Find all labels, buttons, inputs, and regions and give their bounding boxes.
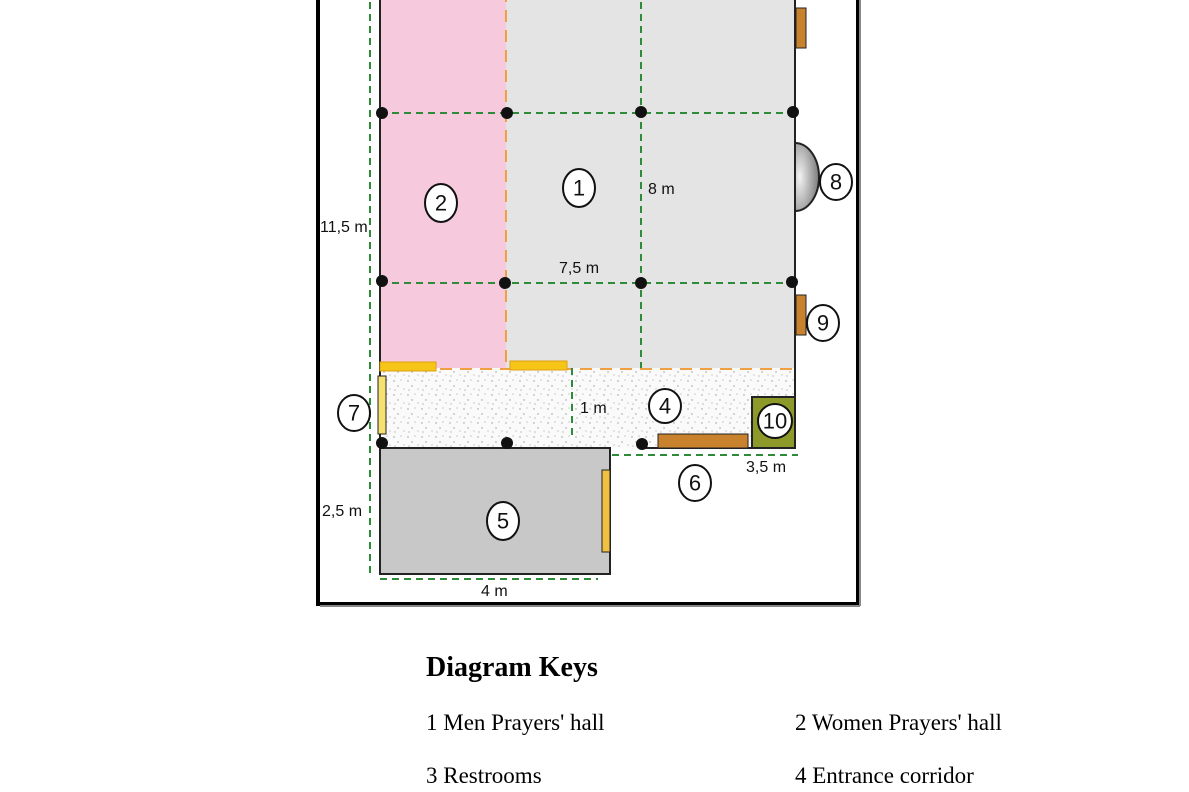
zone-6-marker: 6 xyxy=(678,464,712,502)
zone-2-marker: 2 xyxy=(424,183,458,223)
door-9 xyxy=(795,294,807,336)
zone-7-marker: 7 xyxy=(337,394,371,432)
entrance-door-bench xyxy=(657,433,749,449)
diagram-keys-title: Diagram Keys xyxy=(426,652,598,683)
door-women-right xyxy=(509,360,568,371)
zone-1-marker: 1 xyxy=(562,168,596,208)
grid-lines xyxy=(369,0,798,580)
dimension-hall-width: 7,5 m xyxy=(559,260,599,277)
key-women-hall: 2 Women Prayers' hall xyxy=(795,710,1002,735)
svg-text:8: 8 xyxy=(830,170,842,195)
dimension-hall-depth: 8 m xyxy=(648,181,675,198)
svg-text:9: 9 xyxy=(817,311,829,336)
svg-text:6: 6 xyxy=(689,471,701,496)
svg-text:2: 2 xyxy=(435,191,447,216)
door-7 xyxy=(377,375,387,435)
door-restroom xyxy=(601,469,611,553)
zone-8-marker: 8 xyxy=(819,163,853,201)
zone-5-marker: 5 xyxy=(486,501,520,541)
svg-text:1: 1 xyxy=(573,176,585,201)
dimension-left-total: 11,5 m xyxy=(320,219,368,236)
window-top-right xyxy=(795,7,807,49)
key-entrance-corridor: 4 Entrance corridor xyxy=(795,763,974,788)
zone-4-marker: 4 xyxy=(648,388,682,424)
svg-text:4: 4 xyxy=(659,394,671,419)
key-restrooms: 3 Restrooms xyxy=(426,763,542,788)
mihrab-niche xyxy=(794,141,820,213)
column-markers xyxy=(376,106,799,450)
svg-text:7: 7 xyxy=(348,401,360,426)
svg-text:5: 5 xyxy=(497,509,509,534)
dimension-restroom-width: 4 m xyxy=(481,583,508,600)
dimension-restroom-depth: 2,5 m xyxy=(322,503,362,520)
door-women-left xyxy=(379,361,437,372)
dimension-corridor-depth: 1 m xyxy=(580,400,607,417)
men-hall-zone xyxy=(506,0,795,368)
key-men-hall: 1 Men Prayers' hall xyxy=(426,710,605,735)
zone-10-marker: 10 xyxy=(757,403,793,439)
dimension-entrance-width: 3,5 m xyxy=(746,459,786,476)
svg-text:10: 10 xyxy=(763,409,787,434)
zone-9-marker: 9 xyxy=(806,304,840,342)
axis-lines xyxy=(380,0,795,370)
outer-frame xyxy=(316,0,861,607)
